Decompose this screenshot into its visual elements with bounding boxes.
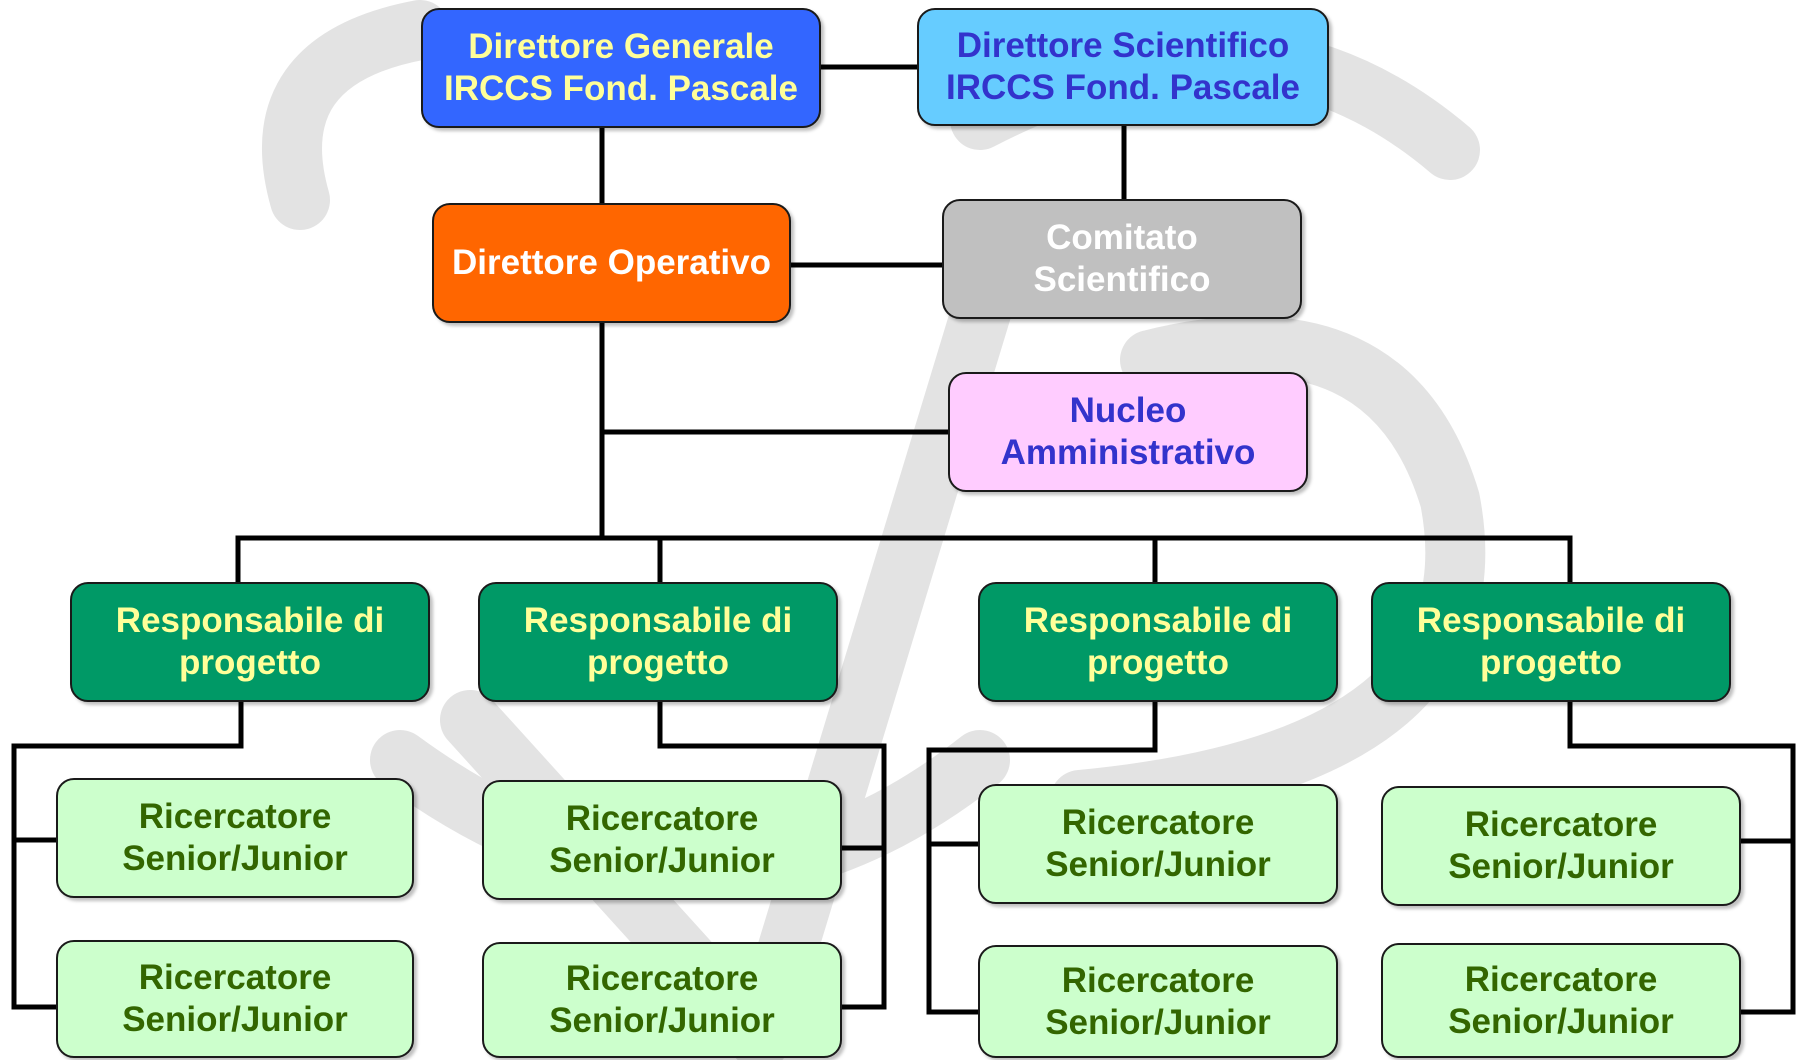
node-ricercatore: Ricercatore Senior/Junior [482,780,842,900]
node-ricercatore: Ricercatore Senior/Junior [1381,786,1741,906]
node-ricercatore: Ricercatore Senior/Junior [482,942,842,1058]
node-direttore-operativo: Direttore Operativo [432,203,791,323]
node-comitato-scientifico: Comitato Scientifico [942,199,1302,319]
node-direttore-generale: Direttore Generale IRCCS Fond. Pascale [421,8,821,128]
node-responsabile-progetto: Responsabile di progetto [1371,582,1731,702]
node-nucleo-amministrativo: Nucleo Amministrativo [948,372,1308,492]
node-responsabile-progetto: Responsabile di progetto [70,582,430,702]
node-ricercatore: Ricercatore Senior/Junior [978,945,1338,1058]
node-responsabile-progetto: Responsabile di progetto [978,582,1338,702]
node-ricercatore: Ricercatore Senior/Junior [56,778,414,898]
node-responsabile-progetto: Responsabile di progetto [478,582,838,702]
node-ricercatore: Ricercatore Senior/Junior [978,784,1338,904]
node-ricercatore: Ricercatore Senior/Junior [56,940,414,1058]
node-ricercatore: Ricercatore Senior/Junior [1381,943,1741,1058]
node-direttore-scientifico: Direttore Scientifico IRCCS Fond. Pascal… [917,8,1329,126]
